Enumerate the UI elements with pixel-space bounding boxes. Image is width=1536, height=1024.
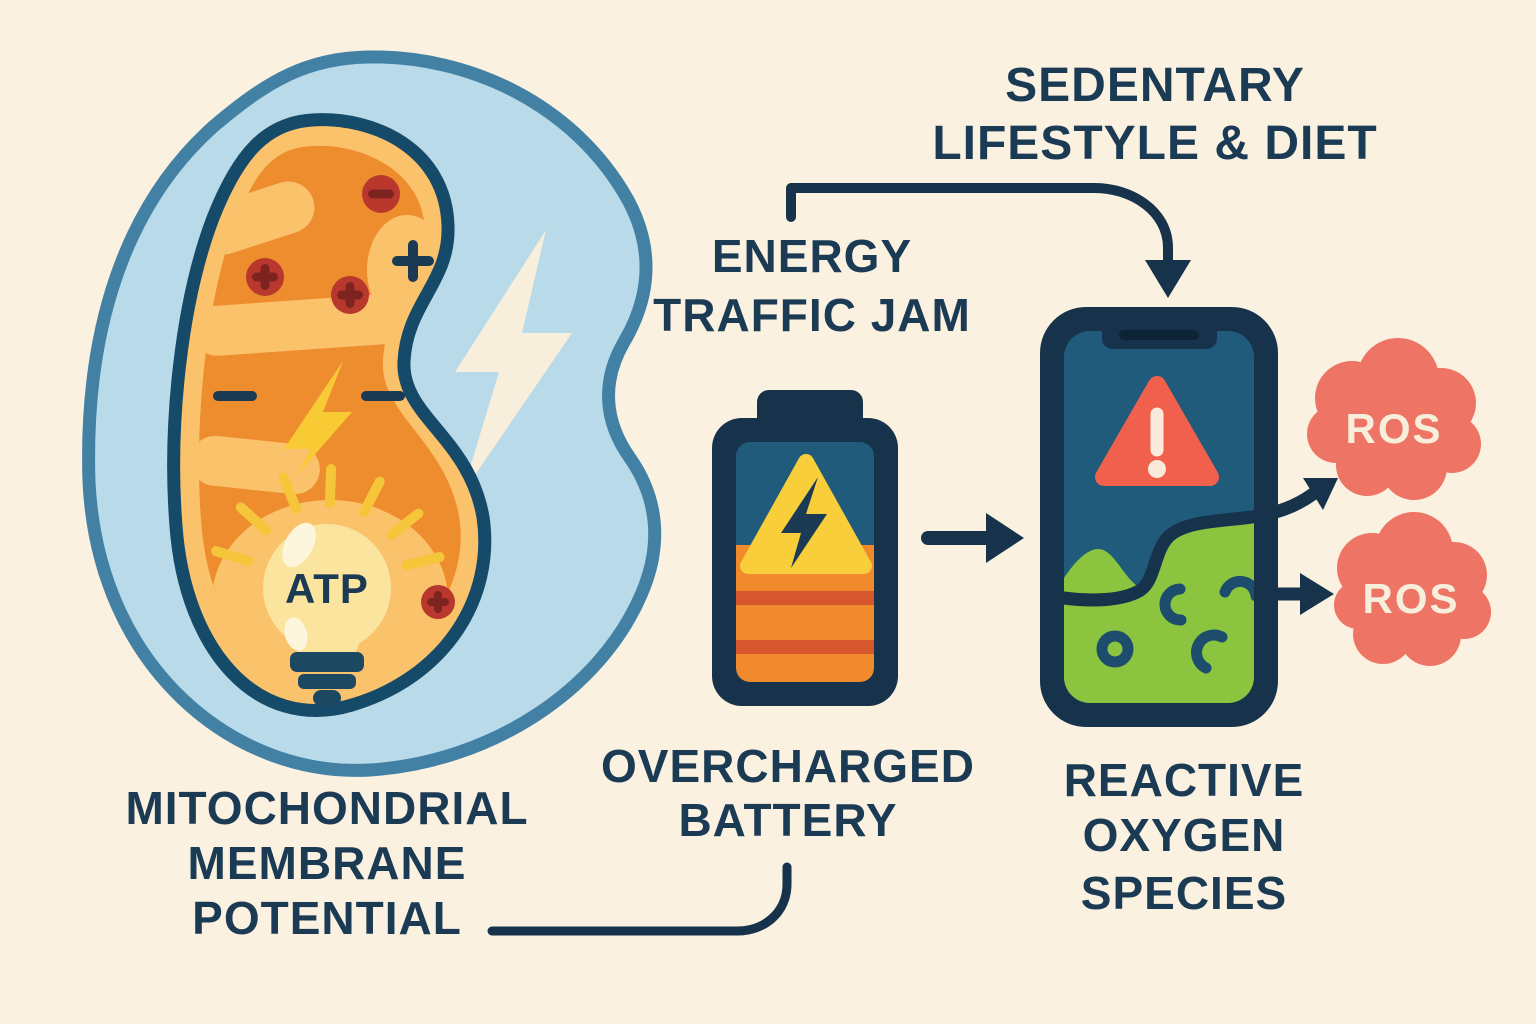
label-line: MITOCHONDRIAL [125, 782, 528, 834]
ros-cloud-icon: ROS [1334, 512, 1491, 666]
mitochondrial-membrane-potential-label: MITOCHONDRIAL MEMBRANE POTENTIAL [125, 782, 528, 944]
arrow-icon [786, 183, 1191, 298]
bulb-base [290, 652, 364, 672]
reactive-oxygen-species-label: REACTIVE OXYGEN SPECIES [1064, 754, 1305, 919]
lightning-bolt-icon [284, 361, 352, 476]
arrow-icon [1057, 478, 1338, 607]
label-line: REACTIVE [1064, 754, 1305, 806]
plus-charge-icon [331, 276, 369, 314]
label-line: TRAFFIC JAM [653, 289, 971, 341]
notch-speaker [1119, 330, 1199, 340]
overcharged-battery-icon [712, 390, 898, 706]
label-line: ENERGY [712, 230, 912, 282]
label-line: SEDENTARY [1005, 59, 1305, 112]
bulb-base [313, 690, 341, 706]
minus-symbol [361, 391, 405, 401]
bulb-base [298, 674, 356, 689]
label-line: POTENTIAL [192, 892, 462, 944]
plus-symbol [392, 240, 434, 282]
label-line: SPECIES [1081, 867, 1287, 919]
arrow-icon [1265, 573, 1334, 615]
lightbulb-icon: ATP [211, 464, 445, 706]
minus-symbol [213, 391, 257, 401]
label-line: MEMBRANE [188, 837, 467, 889]
overcharged-battery-label: OVERCHARGED BATTERY [601, 740, 975, 846]
label-line: OVERCHARGED [601, 740, 975, 792]
lightning-bolt-icon [781, 477, 827, 568]
plus-charge-icon [246, 258, 284, 296]
atp-label: ATP [285, 565, 369, 612]
ros-label: ROS [1362, 575, 1459, 622]
label-line: LIFESTYLE & DIET [932, 117, 1377, 170]
energy-traffic-jam-label: ENERGY TRAFFIC JAM [653, 230, 971, 341]
mitochondrion-icon: ATP [82, 50, 662, 777]
minus-charge-icon [362, 175, 400, 213]
connector-line [487, 862, 792, 936]
bulb-rays [211, 464, 445, 571]
ros-cloud-icon: ROS [1307, 338, 1481, 500]
lightning-bolt-icon [455, 230, 572, 494]
bulb-highlight [284, 617, 308, 651]
ros-label: ROS [1345, 405, 1442, 452]
plus-charge-icon [421, 585, 455, 619]
battery-stripe [736, 591, 874, 605]
label-line: OXYGEN [1083, 809, 1286, 861]
sedentary-lifestyle-diet-label: SEDENTARY LIFESTYLE & DIET [932, 59, 1377, 170]
warning-triangle-icon [1095, 376, 1219, 486]
warning-triangle-icon [740, 454, 872, 574]
battery-stripe [736, 640, 874, 654]
bulb-highlight [282, 522, 316, 568]
arrow-icon [921, 513, 1024, 563]
smartphone-icon [1040, 307, 1278, 727]
goo-squiggles [1096, 575, 1254, 674]
label-line: BATTERY [678, 794, 897, 846]
exclamation-dot [1148, 460, 1166, 478]
